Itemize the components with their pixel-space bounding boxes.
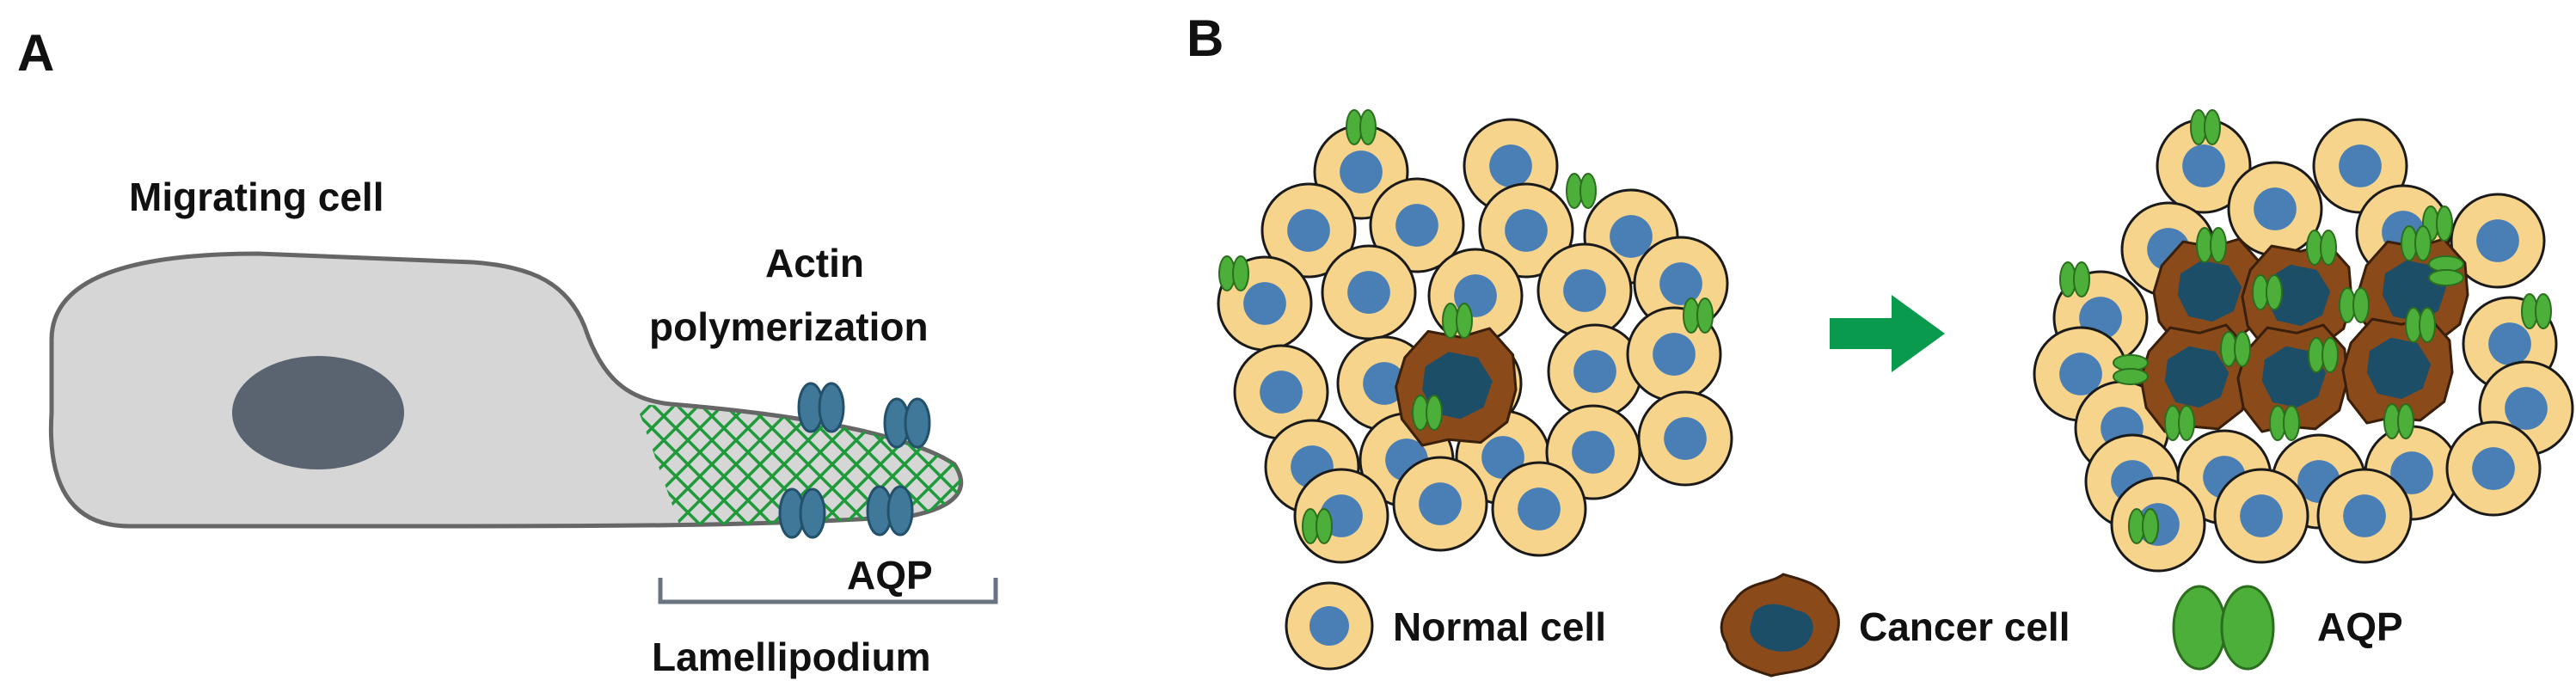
normal-cell — [1536, 242, 1633, 339]
legend-aqp-icon — [2172, 585, 2275, 671]
actin-label-line2: polymerization — [649, 304, 929, 349]
tumor-tissue-cluster — [2033, 109, 2574, 573]
cell-nucleus — [232, 356, 404, 469]
aqp-channel-2 — [883, 397, 931, 449]
legend: Normal cell Cancer cell AQP — [1285, 573, 2403, 678]
normal-cell — [2450, 193, 2546, 289]
aqp-channel — [2428, 255, 2464, 286]
aqp-channel — [1412, 395, 1443, 431]
panel-b: B Normal cell Cancer cell AQP — [1187, 9, 2574, 678]
aqp-channel — [2190, 109, 2221, 145]
aqp-channel — [2521, 293, 2552, 329]
lamellipodium-label: Lamellipodium — [652, 635, 931, 679]
panel-b-letter: B — [1187, 9, 1224, 67]
normal-cell — [1637, 390, 1733, 487]
progression-arrow — [1830, 295, 1945, 372]
aqp-channel — [2308, 337, 2339, 373]
aqp-channel — [2306, 230, 2337, 266]
aqp-channel — [2113, 354, 2149, 385]
aqp-channel — [2164, 405, 2195, 441]
normal-tissue-cluster — [1217, 109, 1733, 564]
normal-cell — [1478, 182, 1574, 279]
aqp-channel — [1566, 173, 1597, 209]
legend-cancer-cell-icon — [1720, 573, 1840, 678]
cancer-cell — [2152, 237, 2265, 347]
aqp-channel — [1683, 297, 1714, 334]
aqp-channel — [1442, 303, 1473, 339]
aqp-channel — [2339, 287, 2370, 323]
aqp-channel-4 — [866, 485, 914, 537]
aqp-channel — [2128, 508, 2159, 544]
aqp-channel — [2269, 405, 2300, 441]
cancer-cell — [2341, 315, 2454, 425]
aqp-channel — [1346, 109, 1377, 145]
aqp-channel — [2059, 261, 2090, 297]
normal-cell — [1547, 323, 1643, 420]
lamellipodium-bracket — [658, 578, 998, 604]
aqp-channel — [2401, 225, 2432, 261]
aqp-channel — [1218, 255, 1249, 291]
legend-normal-cell-label: Normal cell — [1393, 604, 1606, 649]
aqp-channel — [1302, 508, 1333, 544]
normal-cell — [1233, 344, 1329, 440]
aqp-channel — [2220, 331, 2251, 367]
normal-cell — [2316, 468, 2413, 564]
aqp-channel-3 — [778, 487, 826, 539]
migrating-cell-label: Migrating cell — [129, 175, 383, 219]
normal-cell — [1260, 182, 1357, 279]
normal-cell — [1321, 244, 1417, 340]
panel-a-letter: A — [17, 24, 54, 82]
legend-cancer-cell-label: Cancer cell — [1859, 604, 2070, 649]
normal-cell — [1392, 456, 1488, 552]
actin-label-line1: Actin — [765, 241, 864, 285]
panel-a: A Migrating cell Actin polymerization AQ… — [17, 24, 998, 679]
normal-cell — [1491, 461, 1587, 557]
aqp-channel — [2383, 403, 2414, 439]
normal-cell — [1369, 177, 1465, 273]
legend-normal-cell-icon — [1285, 581, 1374, 671]
cancer-cell — [2241, 242, 2353, 352]
normal-cell — [2445, 420, 2542, 517]
aqp-channel — [2405, 307, 2436, 343]
aqp-channel — [2252, 274, 2283, 310]
aqp-label-a: AQP — [847, 553, 933, 598]
legend-aqp-label: AQP — [2317, 604, 2403, 649]
cancer-cell — [1395, 327, 1518, 447]
aqp-channel — [2196, 227, 2227, 263]
normal-cell — [2227, 161, 2323, 257]
normal-cell — [2156, 118, 2252, 214]
normal-cell — [2213, 468, 2309, 564]
aqp-channel-1 — [797, 382, 845, 433]
